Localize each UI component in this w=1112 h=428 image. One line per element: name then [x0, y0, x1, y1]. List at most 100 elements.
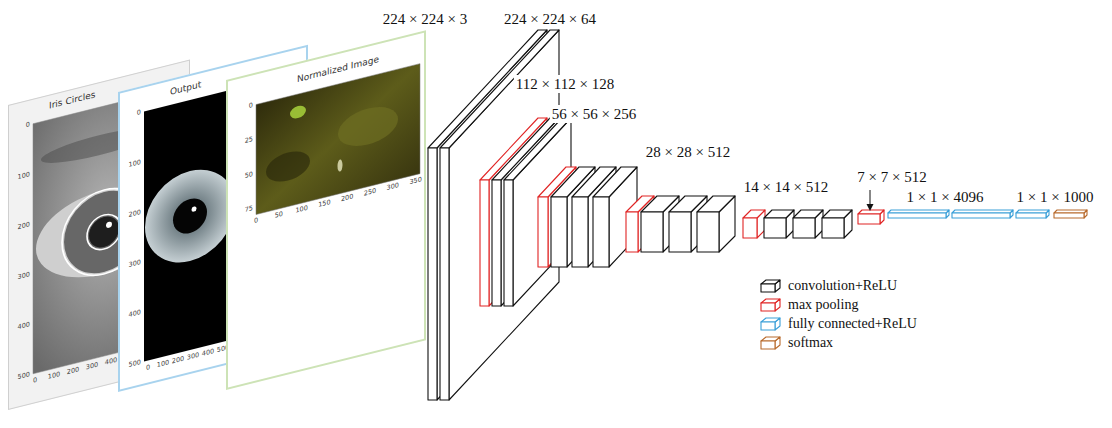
box-face: [1016, 213, 1046, 218]
box-face: [480, 180, 489, 306]
box-face: [822, 210, 852, 218]
softmax-layer-box: [1054, 210, 1087, 218]
axis-tick-label: 100: [129, 159, 141, 169]
conv-layer-box: [697, 196, 735, 252]
axis-tick-label: 300: [18, 271, 30, 281]
box-face: [669, 212, 691, 252]
dimension-label: 56 × 56 × 256: [550, 105, 638, 123]
axis-tick-label: 75: [245, 205, 253, 214]
pupil: [173, 195, 207, 237]
panel-title: Output: [170, 80, 201, 98]
swatch-face: [761, 280, 780, 284]
axis-tick-label: 350: [409, 176, 421, 186]
legend-swatch: [758, 278, 782, 294]
legend-swatch: [758, 335, 782, 351]
axis-tick-label: 100: [18, 171, 30, 181]
axis-tick-label: 50: [245, 171, 253, 180]
axis-tick-label: 0: [137, 109, 141, 117]
axis-tick-label: 0: [254, 217, 258, 225]
box-face: [793, 218, 815, 238]
axis-tick-label: 500: [129, 359, 141, 369]
conv-layer-box: [504, 118, 571, 306]
swatch-face: [761, 299, 780, 303]
box-face: [492, 180, 501, 306]
box-face: [1054, 213, 1084, 218]
conv-layer-box: [593, 167, 637, 267]
legend-text: fully connected+ReLU: [788, 316, 917, 332]
axis-tick-label: 200: [129, 209, 141, 219]
fc-layer-box: [1016, 210, 1049, 218]
box-face: [822, 218, 844, 238]
fc-layer-box: [888, 210, 949, 218]
conv-layer-box: [764, 210, 794, 238]
box-face: [551, 197, 567, 267]
box-face: [858, 210, 884, 214]
swatch-face: [761, 318, 780, 322]
dimension-label: 1 × 1 × 4096: [905, 188, 986, 206]
box-face: [504, 180, 513, 306]
swatch-face: [761, 284, 775, 292]
dimension-label: 112 × 112 × 128: [514, 75, 616, 93]
axis-tick-label: 300: [86, 362, 98, 372]
axis-tick-label: 250: [364, 188, 376, 198]
dimension-label: 14 × 14 × 512: [742, 178, 830, 196]
leader-line: [870, 190, 871, 205]
dimension-label: 224 × 224 × 64: [502, 10, 598, 28]
normalized-iris: [256, 64, 420, 215]
box-face: [428, 148, 437, 400]
dimension-label: 1 × 1 × 1000: [1015, 188, 1096, 206]
highlight: [192, 206, 197, 212]
texture-blotch: [338, 101, 398, 152]
axis-tick-label: 150: [318, 199, 330, 209]
panel-title: Iris Circles: [49, 90, 95, 111]
pool-layer-box: [743, 210, 765, 238]
highlight: [106, 221, 112, 228]
layer-boxes: [428, 30, 1087, 400]
axis-tick-label: 200: [172, 355, 184, 365]
box-face: [764, 218, 786, 238]
box-face: [572, 197, 588, 267]
legend-swatch: [758, 297, 782, 313]
leader-arrowhead: [867, 204, 874, 211]
axis-tick-label: 300: [387, 182, 399, 192]
conv-layer-box: [793, 210, 823, 238]
legend-text: max pooling: [788, 297, 858, 313]
legend-swatch: [758, 316, 782, 332]
conv-layer-box: [822, 210, 852, 238]
box-face: [697, 212, 719, 252]
box-face: [743, 218, 757, 238]
iris: [145, 160, 235, 272]
box-face: [538, 197, 548, 267]
dimension-label: 224 × 224 × 3: [381, 10, 469, 28]
legend: convolution+ReLU max pooling fully connect…: [758, 276, 917, 352]
axis-tick-label: 400: [202, 348, 214, 358]
dimension-label: 7 × 7 × 512: [855, 168, 928, 186]
swatch-face: [761, 303, 775, 311]
axis-tick-label: 0: [26, 121, 30, 129]
fc-layer-box: [952, 210, 1013, 218]
box-face: [440, 148, 449, 400]
box-face: [593, 167, 637, 197]
swatch-face: [761, 322, 775, 330]
legend-text: softmax: [788, 335, 833, 351]
box-face: [504, 118, 571, 180]
pupil-circle: [87, 211, 121, 253]
legend-row: max pooling: [758, 295, 917, 314]
box-face: [888, 213, 946, 218]
box-face: [593, 197, 609, 267]
axis-tick-label: 300: [187, 352, 199, 362]
texture-blotch: [266, 147, 310, 186]
axis-tick-label: 50: [275, 211, 283, 220]
axis-tick-label: 0: [146, 364, 150, 372]
axis-tick-label: 100: [295, 205, 307, 215]
legend-text: convolution+ReLU: [788, 278, 897, 294]
axis-tick-label: 200: [67, 366, 79, 376]
axis-tick-label: 300: [129, 259, 141, 269]
legend-row: softmax: [758, 333, 917, 352]
box-face: [697, 196, 735, 212]
box-face: [858, 214, 880, 224]
axis-tick-label: 25: [245, 136, 253, 145]
legend-row: convolution+ReLU: [758, 276, 917, 295]
